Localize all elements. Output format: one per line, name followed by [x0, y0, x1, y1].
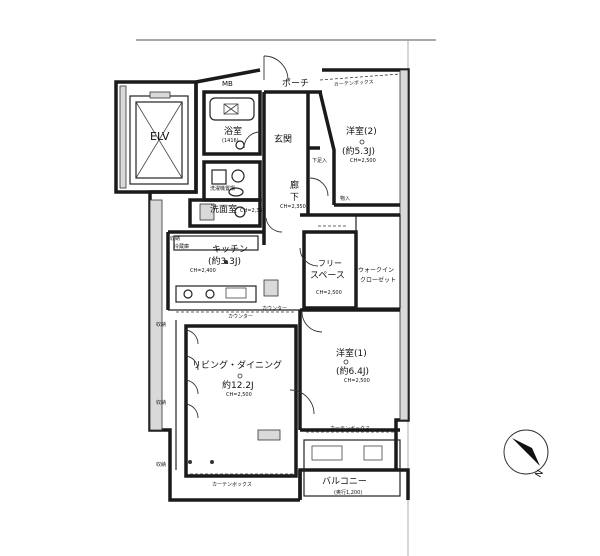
kitchen-label: キッチン [212, 244, 248, 255]
kitchen-area: (約3.3J) [208, 255, 241, 267]
light-icon [237, 373, 243, 379]
western2-label: 洋室(2) [346, 125, 377, 137]
balcony-sub: (奥行1,200) [334, 489, 362, 496]
storage-label-2: 収納 [156, 399, 166, 406]
bath-fixtures [199, 97, 255, 221]
western2-area: (約5.3J) [342, 145, 375, 157]
free-space-label-1: フリー [318, 259, 342, 268]
western2-ch: CH=2,500 [350, 158, 376, 164]
laundry-label: 洗濯機置場 [210, 185, 235, 192]
counter-label-2: カウンター [262, 305, 287, 312]
kitchen-ch: CH=2,400 [190, 268, 216, 274]
balcony-area [303, 439, 401, 497]
bath-label: 浴室 [224, 125, 242, 137]
free-space-label-2: スペース [310, 271, 345, 281]
western1-area: (約6.4J) [336, 365, 369, 377]
corridor-label-2: 下 [290, 193, 299, 203]
fridge-label: 冷蔵庫 [174, 243, 189, 250]
balcony-label: バルコニー [322, 476, 367, 487]
living-label: リビング・ダイニング [192, 359, 282, 371]
shelf-label: 物入 [340, 195, 350, 202]
curtain-box-western1: カーテンボックス [330, 425, 370, 432]
counter-label: カウンター [228, 313, 253, 320]
curtain-box-bottom: カーテンボックス [212, 481, 252, 488]
bath-spec: (1416) [222, 138, 239, 144]
light-icon [343, 359, 349, 365]
interior-walls [166, 90, 401, 478]
doors [185, 55, 329, 419]
storage-label-1: 収納 [156, 321, 166, 328]
kitchen-fixtures [173, 235, 279, 303]
living-room-marks [188, 429, 281, 464]
living-ch: CH=2,500 [226, 392, 252, 398]
dashed-elements [176, 73, 401, 475]
exterior-walls [148, 68, 410, 502]
corridor-ch: CH=2,350 [280, 204, 306, 210]
north-arrow-icon [512, 438, 540, 466]
shoe-box-label: 下足入 [312, 158, 327, 164]
washroom-ch: CH=2,350 [240, 208, 266, 214]
porch-label: ポーチ [282, 78, 309, 89]
corridor-label-1: 廊 [290, 179, 299, 191]
western1-label: 洋室(1) [336, 347, 367, 359]
elv-label: ELV [150, 130, 170, 143]
wic-label-2: クローゼット [360, 276, 396, 284]
mb-label: MB [222, 80, 233, 88]
light-icon [359, 139, 365, 145]
free-space-ch: CH=2,500 [316, 290, 342, 296]
compass: N [503, 429, 549, 480]
washroom-label: 洗面室 [210, 203, 237, 215]
western1-ch: CH=2,500 [344, 378, 370, 384]
entrance-label: 玄関 [274, 133, 292, 145]
storage-label-3: 収納 [156, 461, 166, 468]
compass-north-label: N [534, 469, 546, 480]
wic-label-1: ウォークイン [358, 266, 394, 274]
living-area: 約12.2J [222, 379, 254, 391]
curtain-box-top: カーテンボックス [334, 78, 374, 88]
storage-label-4: 収納 [170, 235, 180, 242]
